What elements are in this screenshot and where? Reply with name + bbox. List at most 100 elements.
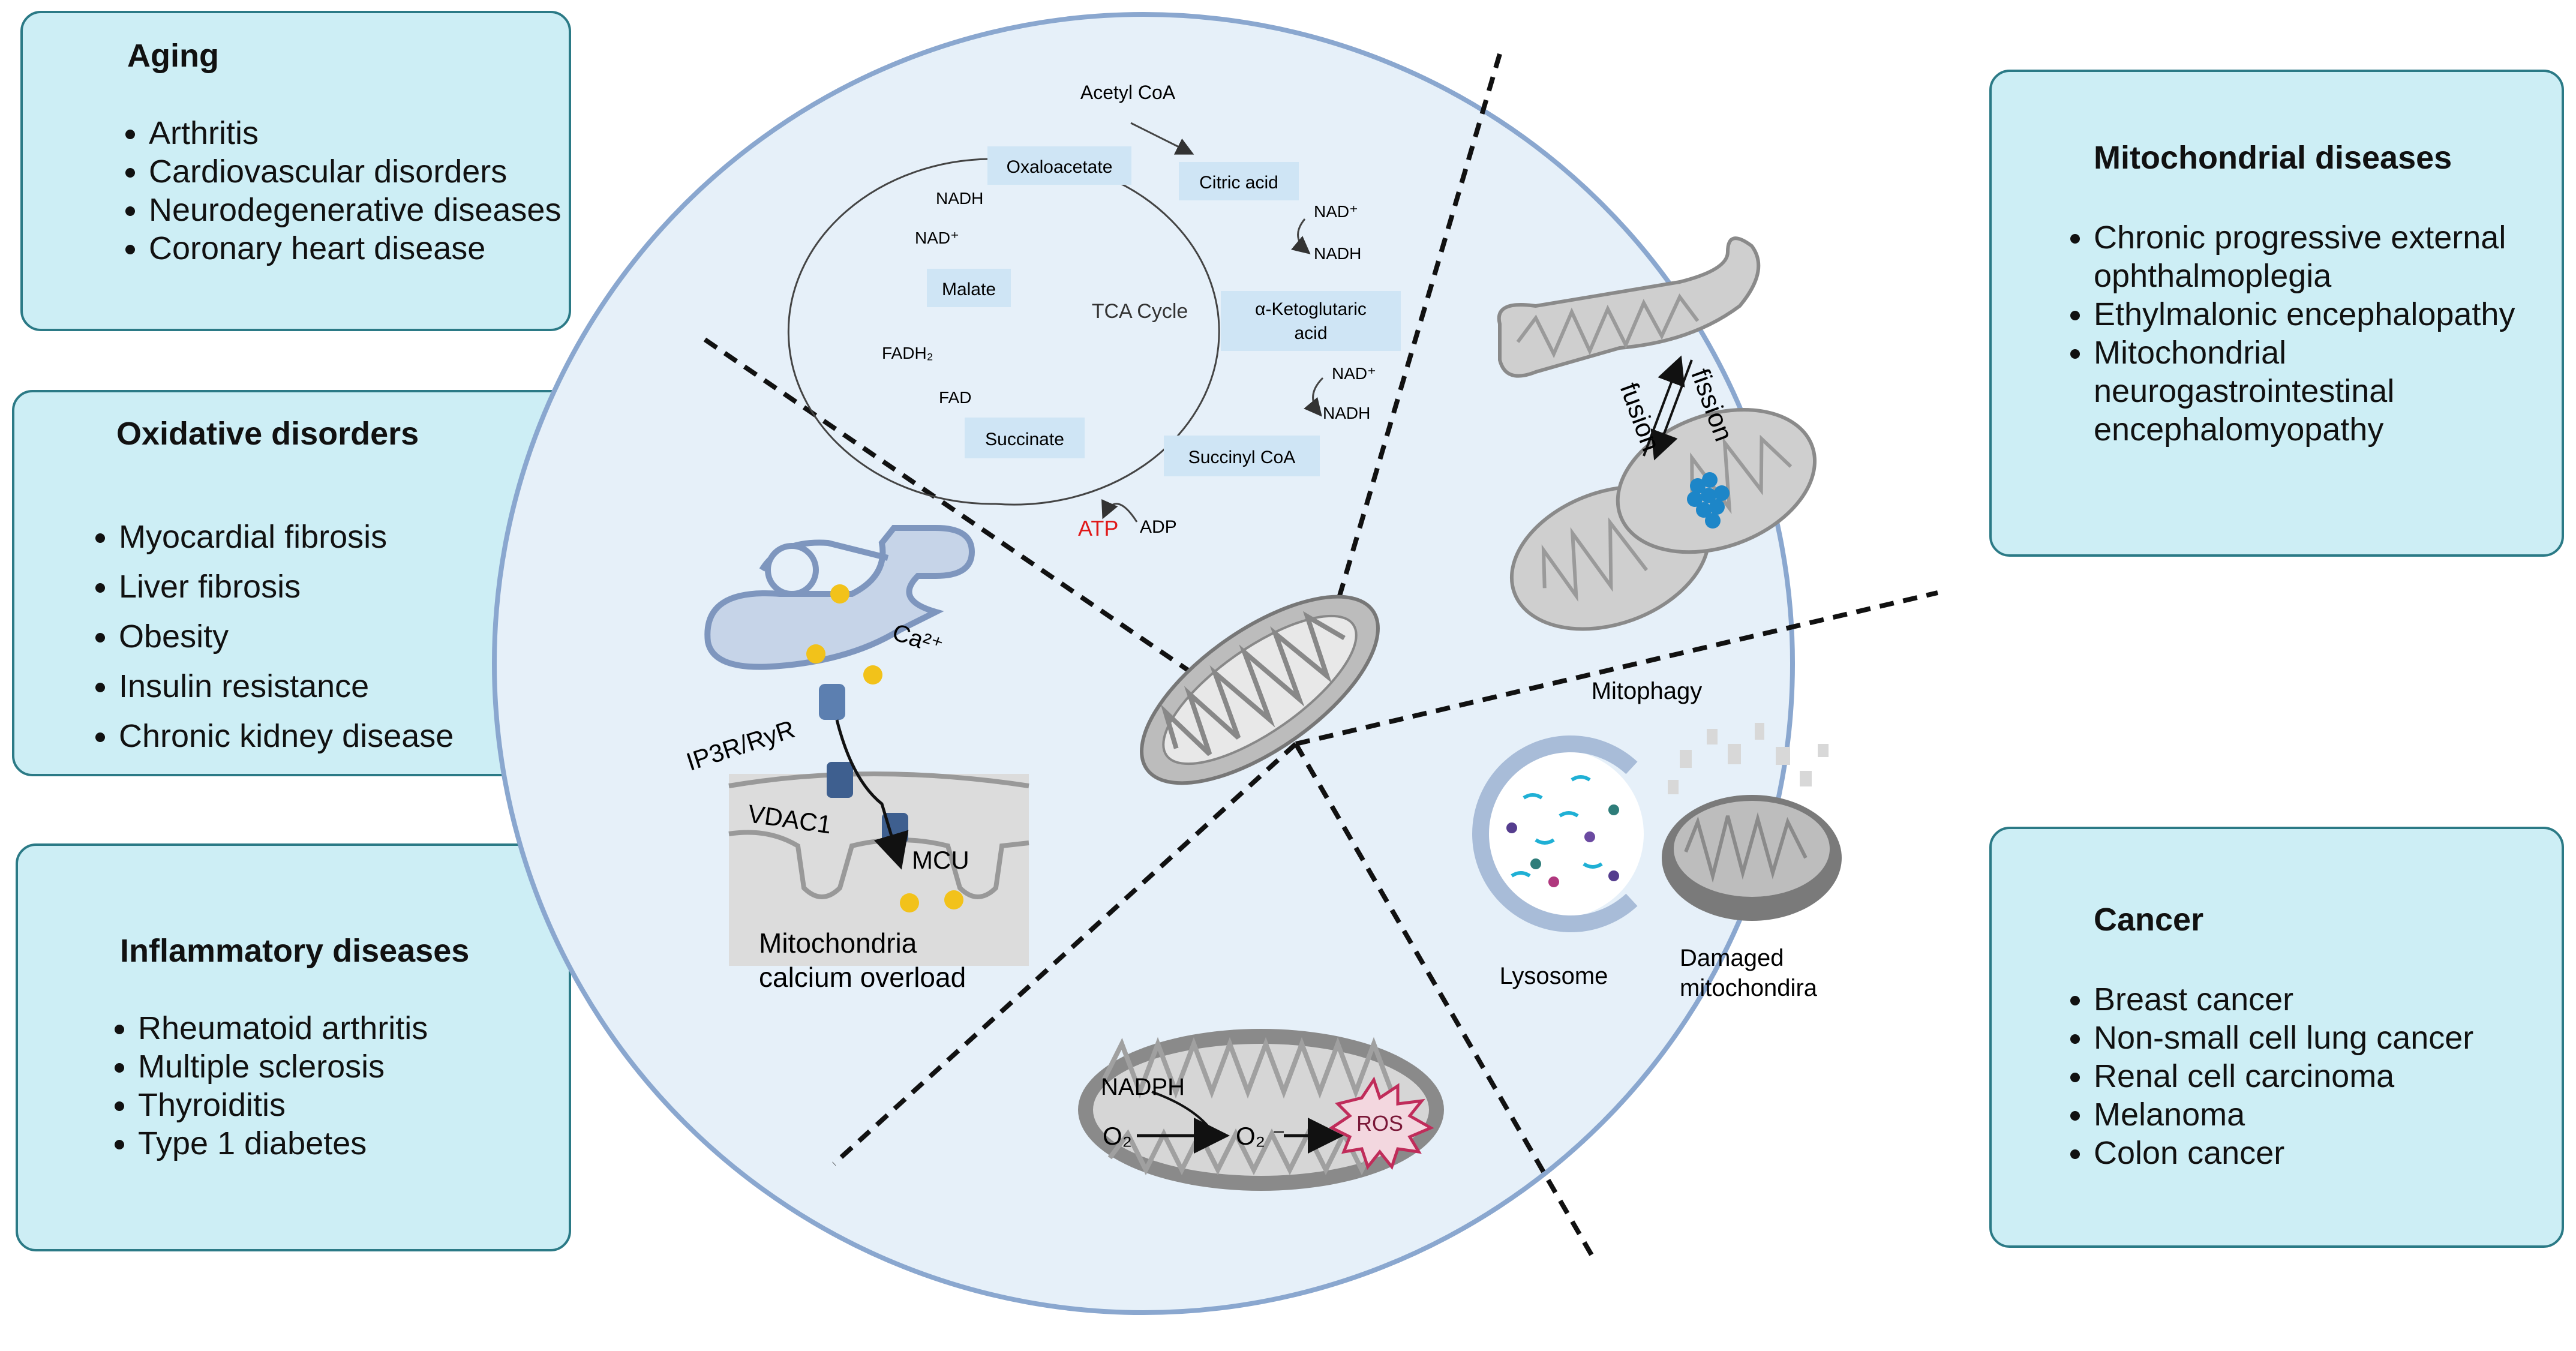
tca-cycle-ring (787, 158, 1220, 506)
list-item: Myocardial fibrosis (119, 512, 599, 562)
succinate-label: Succinate (985, 430, 1064, 449)
aging-box: Aging Arthritis Cardiovascular disorders… (20, 11, 571, 331)
inflammatory-box: Inflammatory diseases Rheumatoid arthrit… (16, 843, 571, 1251)
fad-label: FAD (939, 388, 971, 407)
malate-label: Malate (942, 280, 996, 299)
cancer-box: Cancer Breast cancer Non-small cell lung… (1989, 827, 2564, 1248)
list-item: Mitochondrial neurogastrointestinal ence… (2094, 334, 2526, 449)
oxidative-title: Oxidative disorders (116, 416, 419, 452)
akg-label: α-Ketoglutaric (1255, 299, 1367, 319)
ip3r-channel (819, 684, 845, 720)
oxidative-list: Myocardial fibrosis Liver fibrosis Obesi… (77, 512, 599, 761)
list-item: Multiple sclerosis (138, 1047, 606, 1086)
acetyl-label: Acetyl CoA (1080, 82, 1176, 103)
divider-line (1295, 590, 1938, 746)
tca-center-label: TCA Cycle (1092, 300, 1188, 323)
divider-line (1293, 742, 1598, 1264)
cofactor-arrow (1290, 218, 1311, 254)
nad-label: NAD⁺ (1332, 364, 1376, 383)
mcu-label: MCU (912, 846, 969, 874)
o2-label: O₂ (1103, 1122, 1132, 1150)
tca-cycle: Acetyl CoA Oxaloacetate Citric acid α-Ke… (787, 82, 1401, 541)
list-item: Melanoma (2094, 1095, 2576, 1134)
list-item: Colon cancer (2094, 1134, 2576, 1172)
oxaloacetate-label: Oxaloacetate (1007, 157, 1113, 177)
list-item: Chronic kidney disease (119, 711, 599, 761)
vdac1-channel (827, 762, 853, 798)
er-vesicle (765, 543, 819, 597)
list-item: Obesity (119, 612, 599, 662)
central-circle (492, 12, 1795, 1315)
elongated-mitochondrion (1497, 236, 1761, 378)
citric-acid-box (1179, 162, 1299, 200)
calcium-caption-line1: Mitochondria (759, 927, 917, 959)
atp-label: ATP (1078, 516, 1118, 541)
fission-arrow (1650, 359, 1693, 461)
central-mitochondrion (1140, 595, 1380, 785)
citric-acid-label: Citric acid (1199, 173, 1278, 193)
nadh-label: NADH (1323, 404, 1370, 422)
calcium-panel: Ca²⁺ IP3R/RyR VDAC1 MCU Mitochondria cal… (683, 525, 1029, 993)
cancer-title: Cancer (2094, 902, 2204, 938)
list-item: Renal cell carcinoma (2094, 1057, 2576, 1095)
akg-label-2: acid (1294, 323, 1327, 343)
calcium-ion (806, 644, 825, 664)
mito-diseases-box: Mitochondrial diseases Chronic progressi… (1989, 70, 2564, 557)
mito-diseases-list: Chronic progressive external ophthalmopl… (2052, 218, 2526, 449)
fission-fusion-panel: fusion fission (1497, 236, 1817, 631)
inflammatory-list: Rheumatoid arthritis Multiple sclerosis … (96, 1009, 606, 1163)
calcium-caption-line2: calcium overload (759, 962, 966, 993)
list-item: Cardiovascular disorders (149, 152, 605, 191)
malate-box (927, 269, 1011, 307)
succinate-box (965, 418, 1085, 458)
superoxide-label: O₂ ⁻ (1236, 1122, 1286, 1150)
lysosome-label: Lysosome (1500, 963, 1608, 989)
mitophagy-title: Mitophagy (1592, 678, 1703, 704)
cofactor-arrow (1304, 377, 1324, 417)
calcium-ion (863, 665, 882, 684)
mitochondrion-section (729, 774, 1029, 966)
adp-label: ADP (1140, 517, 1177, 537)
list-item: Insulin resistance (119, 662, 599, 711)
damaged-label-line1: Damaged (1680, 945, 1784, 971)
nad-label: NAD⁺ (915, 229, 959, 247)
list-item: Rheumatoid arthritis (138, 1009, 606, 1047)
nadh-label: NADH (936, 189, 983, 208)
fusion-arrow (1643, 355, 1685, 457)
calcium-ion (900, 893, 919, 912)
akg-box (1221, 291, 1401, 351)
list-item: Chronic progressive external ophthalmopl… (2094, 218, 2526, 295)
divider-line (832, 742, 1298, 1166)
ros-label: ROS (1356, 1111, 1403, 1136)
debris (1668, 723, 1829, 794)
drp1-cluster (1687, 472, 1730, 529)
list-item: Thyroiditis (138, 1086, 606, 1124)
list-item: Arthritis (149, 114, 605, 152)
oxaloacetate-box (987, 146, 1131, 185)
list-item: Breast cancer (2094, 980, 2576, 1019)
calcium-ion (944, 890, 963, 909)
calcium-flux-arrow (835, 719, 909, 870)
mito-diseases-title: Mitochondrial diseases (2094, 140, 2452, 176)
succinyl-box (1164, 436, 1320, 476)
lysosome-lumen (1476, 750, 1644, 918)
lysosome-membrane (1472, 735, 1638, 932)
mitophagy-panel: Mitophagy Lysosome Damaged mitochondira (1472, 678, 1842, 1001)
lysosome-contents (1511, 775, 1603, 878)
calcium-ion (830, 584, 849, 604)
sector-dividers (703, 53, 1938, 1264)
nad-label: NAD⁺ (1314, 202, 1358, 221)
inflammatory-title: Inflammatory diseases (120, 933, 470, 969)
nadph-label: NADPH (1101, 1074, 1185, 1100)
list-item: Type 1 diabetes (138, 1124, 606, 1163)
damaged-label-line2: mitochondira (1680, 975, 1818, 1001)
fadh2-label: FADH₂ (882, 344, 933, 362)
acetyl-arrow (1130, 122, 1194, 155)
cofactor-arrow (1101, 499, 1138, 523)
list-item: Coronary heart disease (149, 229, 605, 268)
succinyl-label: Succinyl CoA (1188, 448, 1295, 467)
list-item: Ethylmalonic encephalopathy (2094, 295, 2526, 334)
aging-list: Arthritis Cardiovascular disorders Neuro… (107, 114, 605, 268)
list-item: Liver fibrosis (119, 562, 599, 612)
